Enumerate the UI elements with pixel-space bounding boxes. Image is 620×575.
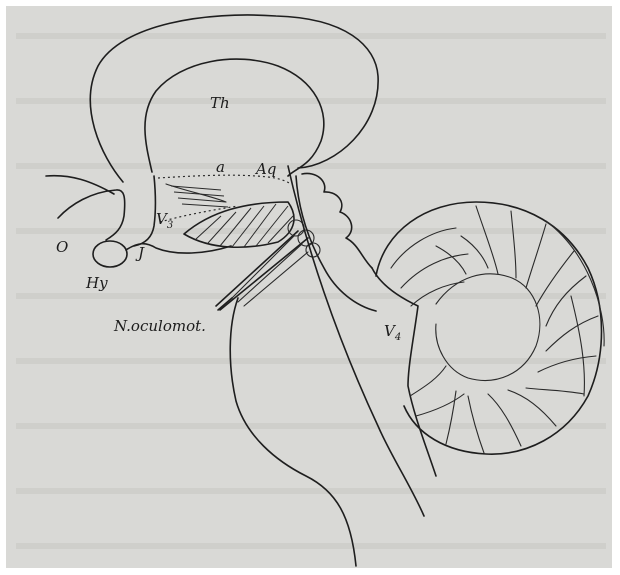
cerebellum — [376, 202, 604, 454]
label-third-ventricle-sub: 3 — [167, 220, 173, 231]
label-optic: O — [56, 238, 68, 256]
label-hypophysis: Hy — [85, 274, 108, 292]
brainstem-posterior-outline — [288, 166, 424, 516]
tectum-outline — [302, 173, 372, 268]
label-thalamus: Th — [210, 94, 230, 112]
label-third-ventricle: V3 — [156, 210, 173, 231]
book-page: Th a Aq V3 O J Hy N.oculomot. V4 — [6, 6, 612, 568]
hatched-nucleus-region — [184, 202, 294, 247]
label-oculomotor-nerve: N.oculomot. — [113, 317, 206, 335]
hypophysis-shape — [93, 241, 127, 267]
third-ventricle-wall — [134, 176, 156, 246]
brainstem-anterior-outline — [230, 298, 356, 566]
label-aqueduct: Aq — [254, 160, 276, 178]
label-infundibulum: J — [135, 244, 145, 262]
label-fourth-ventricle: V4 — [384, 322, 401, 343]
brain-section-diagram: Th a Aq V3 O J Hy N.oculomot. V4 — [6, 6, 612, 568]
thalamus-outline — [145, 59, 324, 176]
label-fourth-ventricle-sub: 4 — [394, 332, 401, 343]
hatched-area-a — [166, 184, 228, 207]
fourth-ventricle-floor — [372, 268, 436, 476]
label-area-a: a — [216, 158, 225, 176]
